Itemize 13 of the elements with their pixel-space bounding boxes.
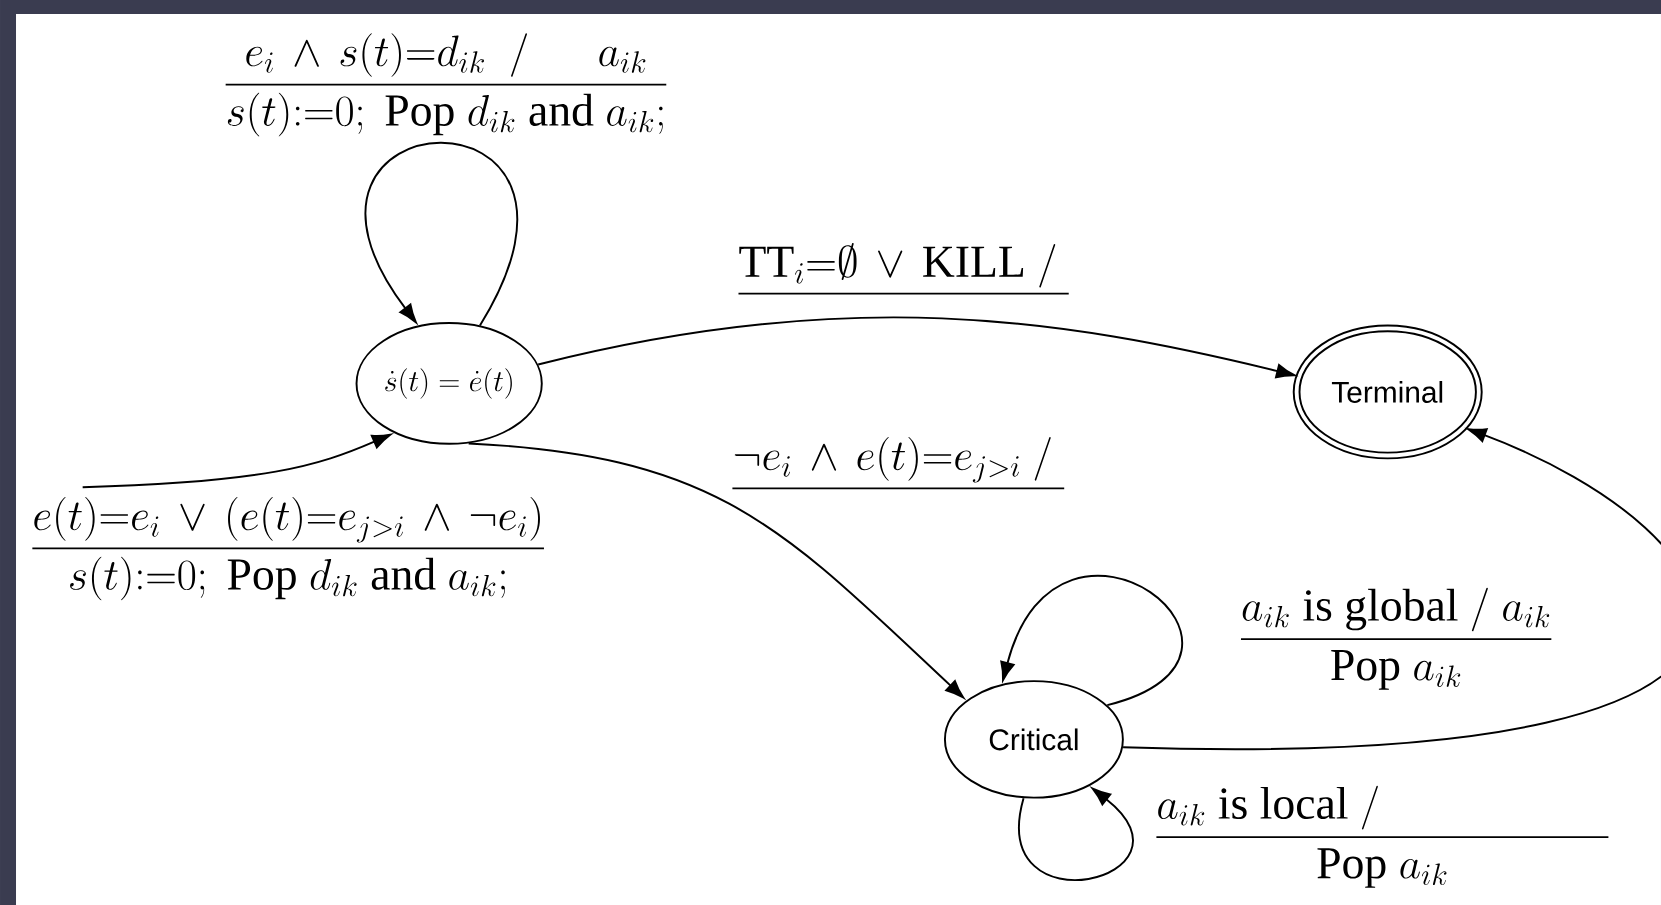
arrow xyxy=(81,433,392,489)
edge-label: $\dfrac{a_{ik}\ \mathrm{is\ local}\ /\qquad\qquad\quad}{\mathrm{Pop}\ a_{ik}}$ xyxy=(1152,784,1613,890)
arrow xyxy=(537,316,1296,379)
edge-label: $\underline{\neg e_i \,\wedge\, e(t){=}e_{j>i}\ /\ }$ xyxy=(730,435,1066,493)
arrow xyxy=(364,141,519,327)
edge-label: $\dfrac{a_{ik}\ \mathrm{is\ global}\ /\ a_{ik}}{\mathrm{Pop}\ a_{ik}}$ xyxy=(1237,585,1556,692)
arrow xyxy=(1122,428,1661,750)
arrow xyxy=(1000,574,1183,707)
arrow xyxy=(1018,787,1134,881)
arrow xyxy=(467,442,965,699)
edge-label: $\dfrac{e_i \,\wedge\, s(t){=}d_{ik}\ \ /\quad\ \ a_{ik}}{s(t){:=}0;\ \mathrm{Pop}\ d_{ik}\ \mathrm{and}\ a_{ik};}$ xyxy=(221,31,671,139)
edge-label: $\underline{\mathrm{TT}_i{=}\emptyset \,\vee\, \mathrm{KILL}\ /\ }$ xyxy=(736,242,1071,299)
edge-label: $\dfrac{e(t){=}e_i \,\vee\, (e(t){=}e_{j>i} \,\wedge\, \neg e_i)}{s(t){:=}0;\ \mathrm{Pop}\ d_{ik}\ \mathrm{and}\ a_{ik};}$ xyxy=(28,495,548,603)
